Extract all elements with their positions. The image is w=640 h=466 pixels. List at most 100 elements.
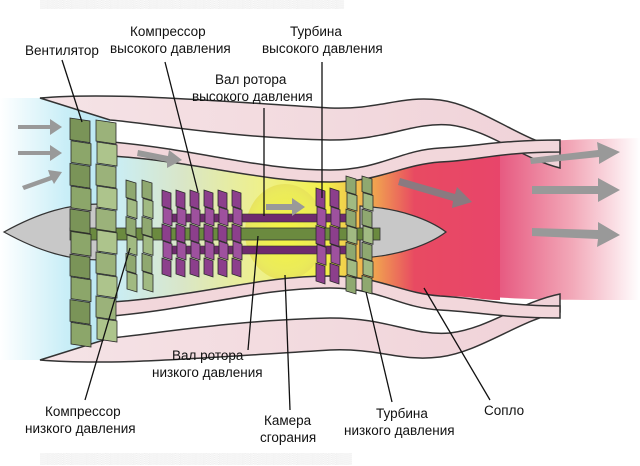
lp-turbine-blade bbox=[361, 241, 373, 262]
core-casing-upper bbox=[111, 139, 561, 183]
fan-blade bbox=[95, 119, 117, 145]
labels: Вентилятор Компрессор высокого давления … bbox=[25, 24, 524, 445]
lp-compressor-blade bbox=[126, 197, 138, 220]
hp-compressor-blade bbox=[161, 257, 172, 278]
label-hp-compressor-line2: высокого давления bbox=[110, 41, 231, 56]
label-hp-compressor-line1: Компрессор bbox=[130, 24, 206, 39]
label-lp-compressor-line2: низкого давления bbox=[25, 421, 136, 436]
lp-turbine-leader bbox=[365, 291, 393, 403]
lp-turbine-blade bbox=[361, 208, 373, 229]
hp-turbine-blade bbox=[330, 243, 341, 266]
lp-turbine-blade bbox=[345, 175, 357, 196]
lp-compressor-blade bbox=[142, 197, 154, 220]
out-arrow bbox=[532, 178, 620, 202]
lp-compressor-blade bbox=[142, 234, 154, 256]
out-arrow bbox=[532, 222, 620, 247]
label-hp-turbine-line1: Турбина bbox=[290, 24, 342, 39]
fan-blade bbox=[69, 117, 91, 144]
hp-compressor-blade bbox=[162, 240, 173, 261]
fan-blade bbox=[95, 207, 117, 233]
hp-turbine-blade bbox=[329, 262, 340, 285]
fan-blade bbox=[96, 273, 118, 299]
hp-compressor-blade bbox=[162, 206, 173, 227]
fan-blade bbox=[96, 229, 118, 255]
label-combustor-line2: сгорания bbox=[260, 430, 316, 445]
label-lp-shaft-line2: низкого давления bbox=[152, 365, 263, 380]
hp-turbine-blade bbox=[315, 225, 326, 247]
hp-compressor-blade bbox=[190, 206, 201, 227]
lp-turbine-blade bbox=[345, 208, 357, 229]
hp-turbine-blade bbox=[330, 206, 341, 229]
lp-turbine-blade bbox=[345, 241, 357, 262]
exhaust-plume bbox=[470, 138, 640, 300]
exhaust-arrow bbox=[398, 178, 472, 208]
hp-compressor-blade bbox=[190, 240, 201, 261]
hp-compressor-blade bbox=[175, 257, 186, 278]
lp-compressor-blade bbox=[125, 252, 137, 275]
lp-shaft-leader bbox=[247, 235, 259, 351]
lp-turbine-blade bbox=[362, 258, 374, 278]
hp-compressor-blade bbox=[189, 223, 200, 244]
hp-compressor-leader bbox=[164, 61, 199, 193]
fan-blade bbox=[70, 231, 92, 257]
label-hp-shaft-line1: Вал ротора bbox=[215, 72, 287, 87]
intake-arrow bbox=[22, 170, 62, 190]
hp-compressor-blade bbox=[231, 189, 242, 210]
fan-blade bbox=[69, 208, 91, 234]
hp-compressor-blade bbox=[203, 189, 214, 210]
fan-blade bbox=[96, 141, 118, 167]
intake-arrow bbox=[18, 119, 62, 135]
fan-blade bbox=[96, 185, 118, 211]
lp-turbine-blade bbox=[346, 225, 358, 245]
hp-turbine-blade bbox=[315, 262, 326, 285]
hp-compressor-blade bbox=[217, 223, 228, 244]
hp-compressor-blade bbox=[204, 206, 215, 227]
fan-blade bbox=[70, 276, 92, 303]
hp-compressor-blade bbox=[175, 189, 186, 210]
hp-compressor-blade bbox=[232, 206, 243, 227]
faint-footer-line: ▒▒▒▒▒▒▒▒▒▒▒▒▒▒▒▒▒▒▒▒▒▒▒▒▒▒▒▒▒▒▒▒▒▒▒▒▒▒▒▒ bbox=[40, 452, 352, 465]
hp-compressor-blade bbox=[189, 189, 200, 210]
hp-compressor-blade bbox=[203, 223, 214, 244]
hp-compressor-blade bbox=[203, 257, 214, 278]
fan-blade bbox=[95, 163, 117, 189]
fan-blade bbox=[70, 185, 92, 212]
hp-compressor-blade bbox=[189, 257, 200, 278]
lp-turbine-blade bbox=[345, 274, 357, 295]
lp-compressor-blade bbox=[142, 271, 154, 293]
hp-compressor-blade bbox=[218, 206, 229, 227]
fan-blade bbox=[96, 317, 118, 343]
hp-turbine-blade bbox=[315, 187, 326, 210]
fan-blade bbox=[69, 299, 91, 325]
tail-cone bbox=[359, 205, 448, 259]
hp-turbine-blade bbox=[316, 206, 327, 229]
fan-blade bbox=[69, 253, 91, 280]
combustor-leader bbox=[284, 274, 291, 411]
hp-compressor-blade bbox=[204, 240, 215, 261]
label-hp-turbine-line2: высокого давления bbox=[262, 41, 383, 56]
flow-arrows bbox=[18, 119, 620, 247]
lp-turbine-blade bbox=[362, 192, 374, 212]
nozzle-leader bbox=[423, 287, 491, 401]
hp-compressor-blade bbox=[161, 189, 172, 210]
lp-compressor-blade bbox=[141, 252, 153, 275]
fan-blade bbox=[70, 140, 92, 166]
hp-compressor-blade bbox=[175, 223, 186, 244]
fan-blade bbox=[70, 321, 92, 348]
lp-turbine-blade bbox=[346, 258, 358, 278]
hp-turbine-blade bbox=[316, 243, 327, 266]
out-arrow bbox=[530, 142, 620, 164]
hp-turbine-blade bbox=[329, 225, 340, 247]
lp-turbine-blade bbox=[361, 175, 373, 196]
lp-compressor-blade bbox=[141, 179, 153, 201]
label-hp-shaft-line2: высокого давления bbox=[192, 89, 313, 104]
fan-blade bbox=[95, 251, 117, 277]
lp-compressor-leader bbox=[84, 247, 131, 401]
lp-compressor-blade bbox=[141, 216, 153, 238]
bypass-arrow bbox=[137, 150, 182, 168]
intake-arrow bbox=[18, 145, 62, 161]
lp-compressor-blade bbox=[125, 179, 137, 201]
hp-compressor-blade bbox=[217, 257, 228, 278]
hp-compressor-blade bbox=[231, 223, 242, 244]
